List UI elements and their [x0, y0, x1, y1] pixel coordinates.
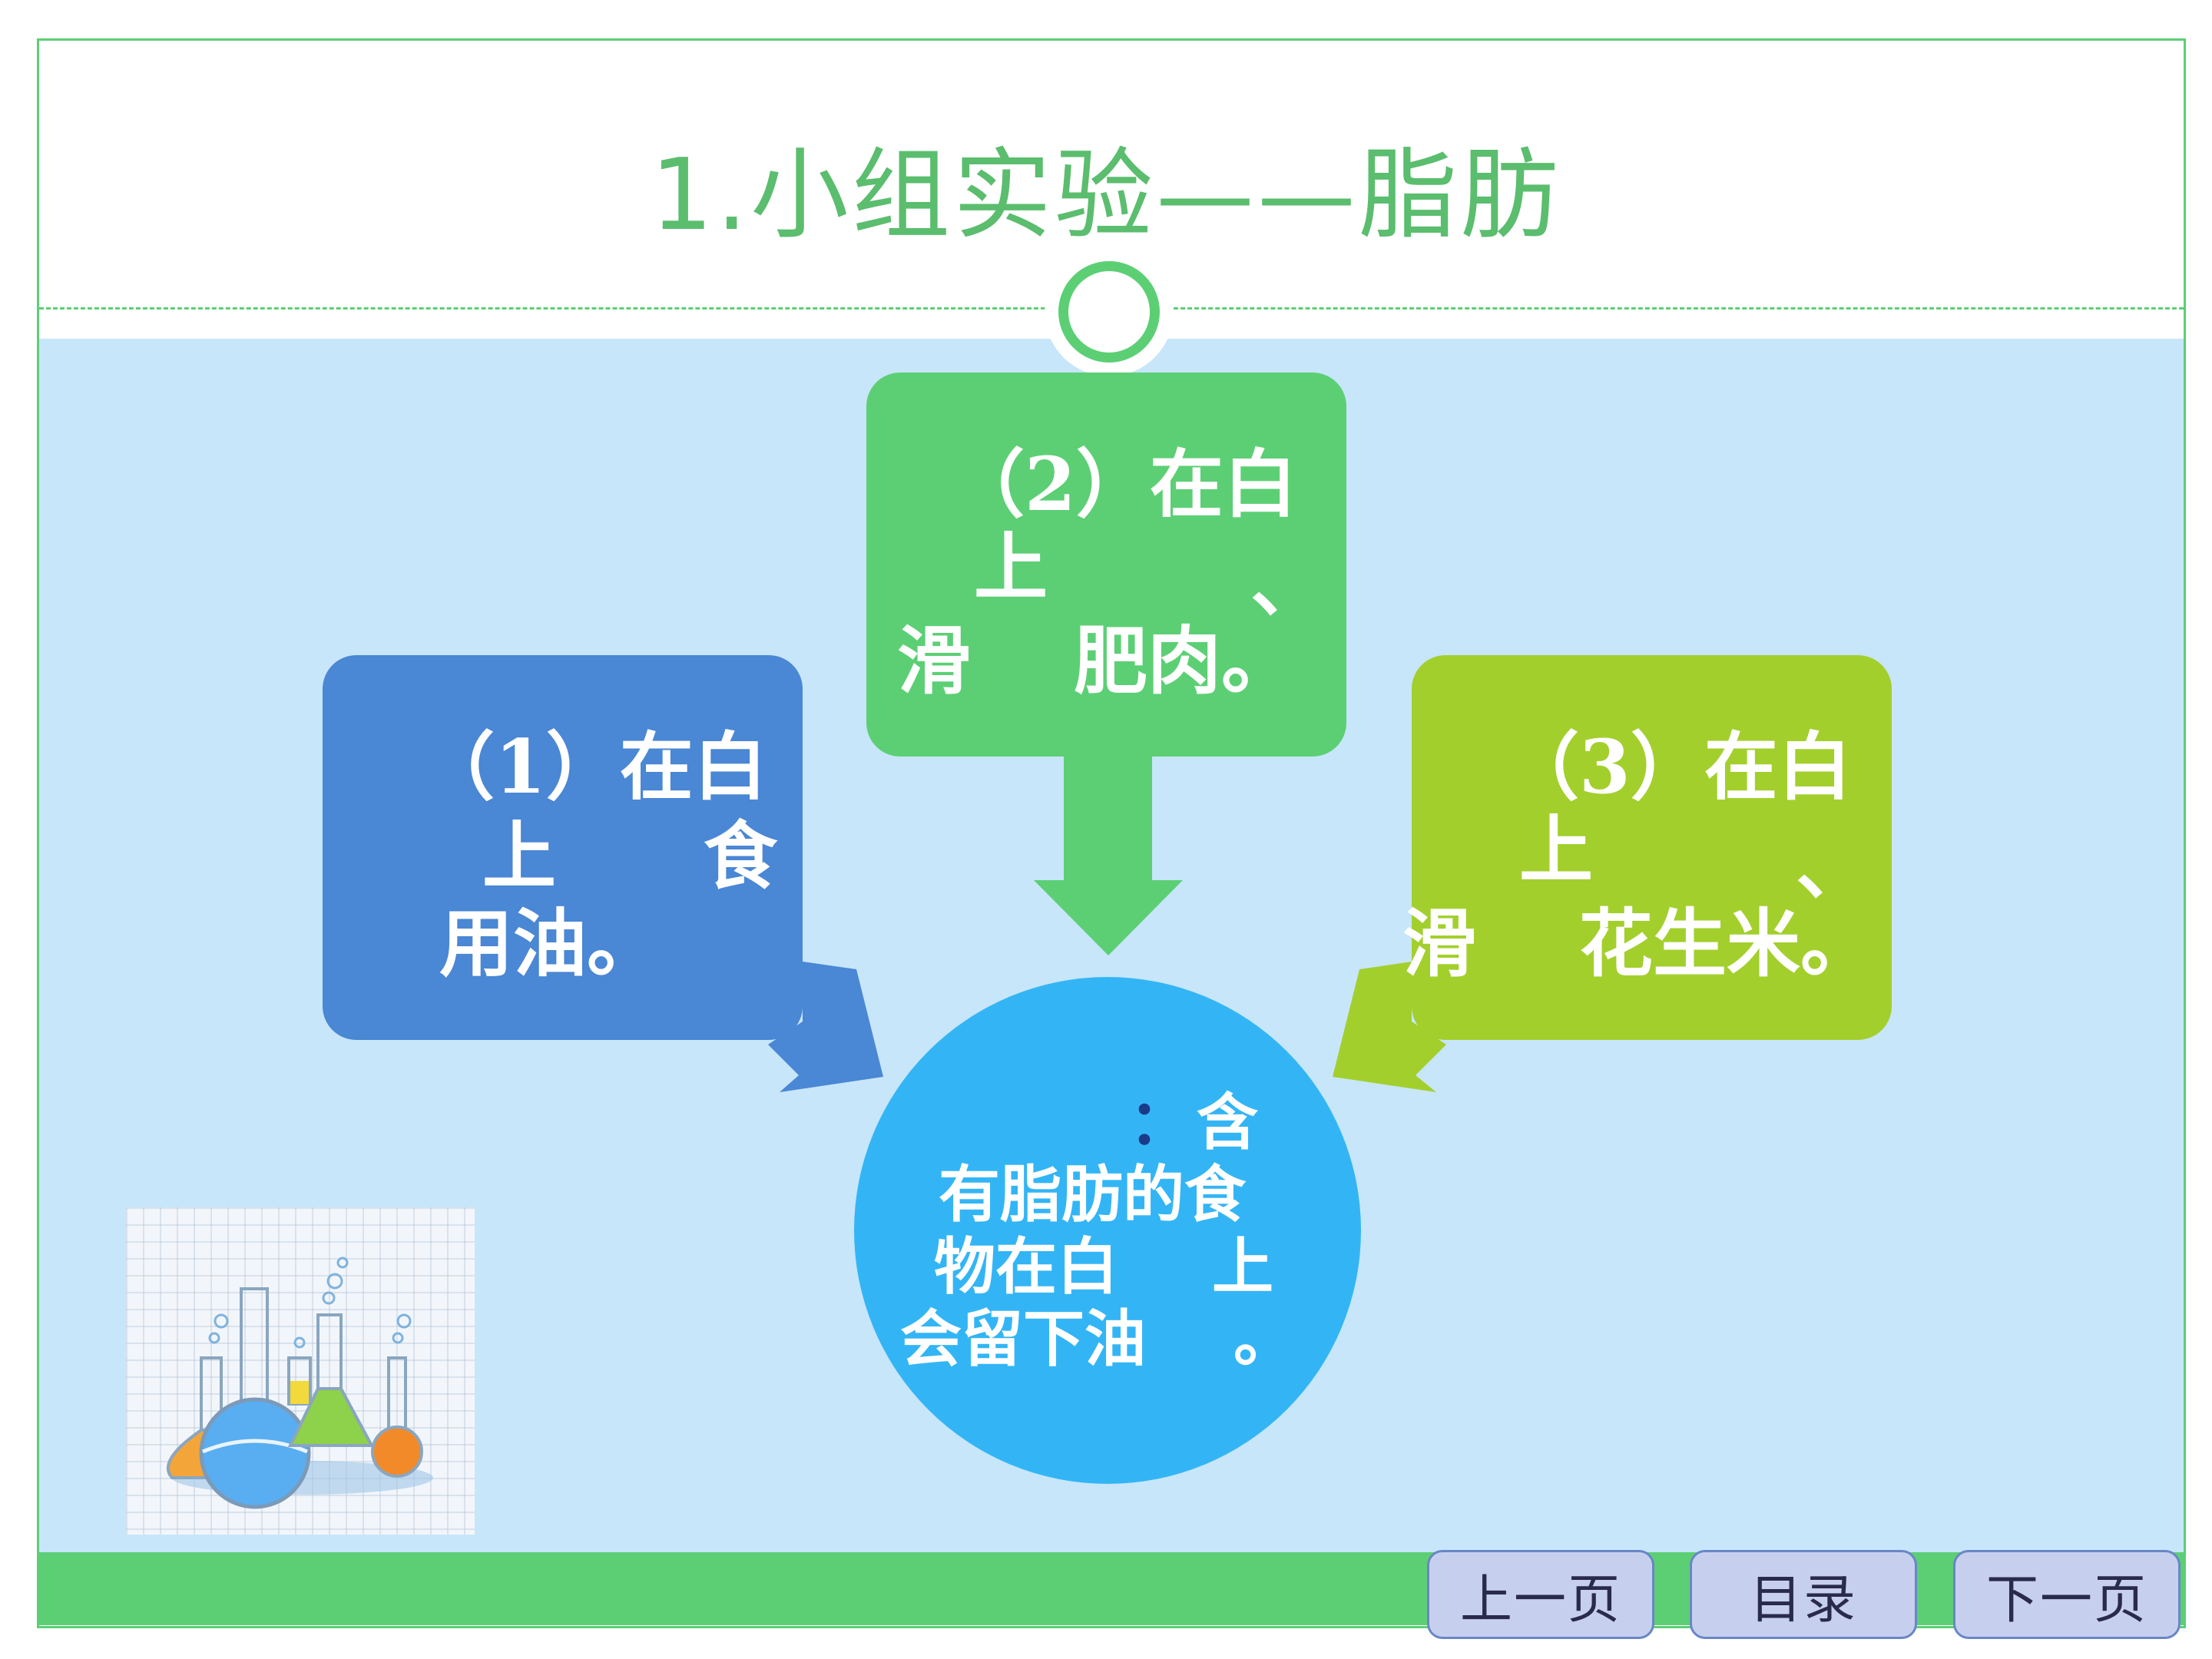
conclusion-line-4b: 。: [1233, 1303, 1295, 1375]
conclusion-line-2: 有脂肪的食: [939, 1159, 1246, 1230]
box3-line-3a: 滑: [1402, 901, 1476, 987]
arrow-box3-to-center: [1333, 962, 1446, 1092]
box3-line-2a: 上: [1519, 807, 1593, 893]
box2-line-2b: 、: [1250, 541, 1324, 628]
lab-illustration: [126, 1207, 475, 1535]
header-divider-right: [1174, 307, 2184, 310]
prev-page-button[interactable]: 上一页: [1427, 1550, 1654, 1639]
conclusion-line-4a: 会留下油: [900, 1303, 1146, 1375]
box3-line-2b: 、: [1796, 824, 1869, 910]
conclusion-line-3b: 上: [1212, 1231, 1273, 1303]
next-page-button[interactable]: 下一页: [1953, 1550, 2181, 1639]
box3-line-1: （3）在白: [1505, 724, 1852, 810]
conclusion-line-3a: 物在白: [934, 1231, 1118, 1303]
lab-flasks-icon: [167, 1257, 433, 1509]
slide-title: 1.小组实验——脂肪: [650, 138, 1562, 253]
box2-line-3b: 肥肉。: [1074, 618, 1295, 704]
header-divider-left: [39, 307, 1045, 310]
arrow-box1-to-center: [768, 962, 883, 1092]
experiment-box-2: （2）在白 上 、 滑 肥肉。: [866, 373, 1346, 757]
box1-line-3: 用油。: [439, 901, 661, 987]
conclusion-colon: ：: [1129, 1087, 1190, 1158]
conclusion-line-1: 含: [1197, 1087, 1258, 1158]
experiment-box-3: （3）在白 上 、 滑 花生米。: [1402, 655, 1892, 1040]
box1-line-1: （1）在白: [421, 724, 767, 810]
circle-decoration: [1045, 247, 1174, 376]
arrow-box2-down: [1034, 757, 1183, 955]
box3-line-3b: 花生米。: [1579, 901, 1874, 987]
box2-line-2a: 上: [974, 525, 1048, 611]
conclusion-circle: ： 含 有脂肪的食 物在白 上 会留下油 。: [854, 977, 1361, 1484]
box2-line-1: （2）在白: [951, 441, 1297, 528]
box2-line-3a: 滑: [897, 618, 971, 704]
box1-line-2: 上 食: [482, 813, 777, 899]
toc-button[interactable]: 目录: [1690, 1550, 1917, 1639]
experiment-box-1: （1）在白 上 食 用油。: [323, 655, 803, 1040]
